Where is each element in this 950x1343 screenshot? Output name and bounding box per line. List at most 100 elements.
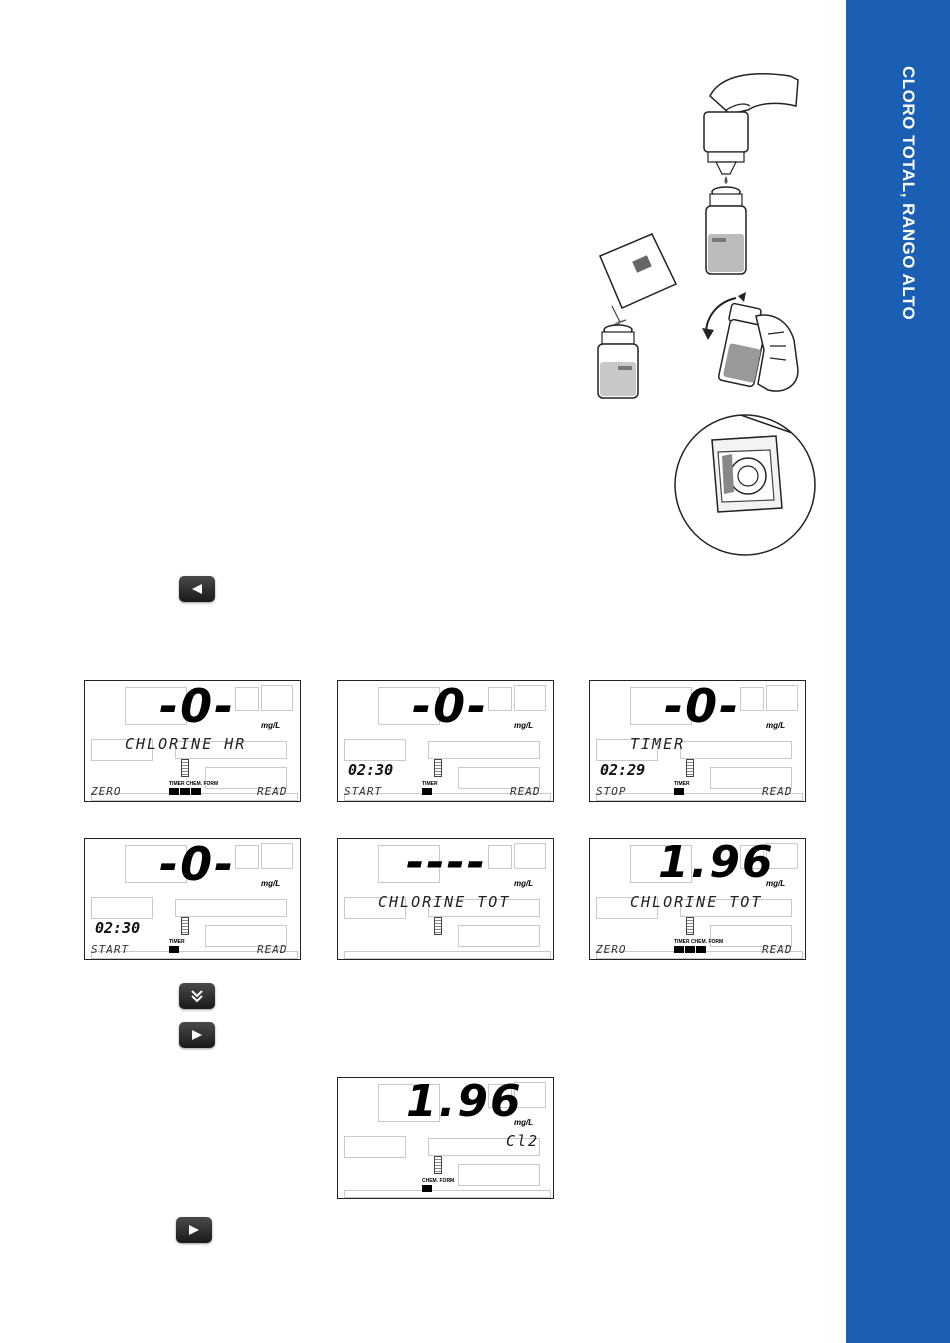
down-chevron-button[interactable] [179, 983, 215, 1009]
ghost-segment [344, 1136, 406, 1158]
ghost-segment [488, 845, 512, 869]
key-label: TIMER [169, 939, 185, 945]
ghost-segment [514, 843, 546, 869]
lcd-unit: mg/L [261, 721, 280, 730]
key-indicator [696, 946, 706, 953]
key-indicator [169, 946, 179, 953]
lcd-unit: mg/L [766, 721, 785, 730]
key-indicator [191, 788, 201, 795]
softkey-right: READ [257, 943, 288, 956]
lcd-unit: mg/L [514, 721, 533, 730]
softkey-left: ZERO [596, 943, 627, 956]
key-label: TIMER CHEM. FORM [674, 939, 723, 945]
lcd-chem-form: Cl2 [506, 1132, 539, 1150]
lcd-main-reading: ---- [406, 838, 487, 888]
lcd-main-reading: -0- [159, 680, 235, 733]
key-indicators [422, 788, 432, 795]
ghost-segment [458, 925, 540, 947]
key-label: TIMER [674, 781, 690, 787]
ghost-segment [514, 685, 546, 711]
ghost-segment [488, 687, 512, 711]
lcd-timer: 02:30 [348, 761, 393, 779]
right-arrow-button[interactable] [179, 1022, 215, 1048]
key-label: TIMER [422, 781, 438, 787]
lcd-main-reading: 1.96 [406, 1077, 523, 1127]
key-indicator [674, 946, 684, 953]
lcd-unit: mg/L [261, 879, 280, 888]
arrow-left-icon [190, 583, 204, 595]
arrow-right-icon [190, 1029, 204, 1041]
cuvette-icon [434, 917, 442, 935]
ghost-segment [740, 687, 764, 711]
key-label: CHEM. FORM [422, 1178, 454, 1184]
ghost-segment [91, 897, 153, 919]
key-indicator [685, 946, 695, 953]
lcd-message: CHLORINE TOT [378, 893, 510, 911]
cuvette-icon [181, 759, 189, 777]
lcd-timer: 02:29 [600, 761, 645, 779]
reagent-packet-illustration [590, 228, 678, 400]
softkey-left: START [91, 943, 129, 956]
key-indicators [674, 788, 684, 795]
ghost-segment [235, 845, 259, 869]
lcd-display: 1.96mg/LCHLORINE TOTZEROREADTIMER CHEM. … [589, 838, 806, 960]
dropper-illustration [690, 66, 810, 278]
double-chevron-down-icon [190, 989, 204, 1003]
ghost-segment [680, 741, 792, 759]
lcd-main-reading: -0- [664, 680, 740, 733]
lcd-main-reading: 1.96 [658, 838, 775, 888]
key-indicator [169, 788, 179, 795]
cuvette-icon [181, 917, 189, 935]
key-indicator [422, 1185, 432, 1192]
lcd-main-reading: -0- [412, 680, 488, 733]
ghost-segment [344, 951, 551, 959]
softkey-right: READ [510, 785, 541, 798]
shake-vial-illustration [698, 290, 810, 396]
key-indicator [674, 788, 684, 795]
arrow-right-icon [187, 1224, 201, 1236]
ghost-segment [261, 685, 293, 711]
ghost-segment [175, 899, 287, 917]
softkey-left: ZERO [91, 785, 122, 798]
section-title-text: CLORO TOTAL, RANGO ALTO [898, 66, 918, 320]
lcd-message: CHLORINE HR [125, 735, 246, 753]
ghost-segment [235, 687, 259, 711]
key-indicator [180, 788, 190, 795]
key-indicators [422, 1185, 432, 1192]
ghost-segment [428, 741, 540, 759]
lcd-unit: mg/L [514, 879, 533, 888]
key-label: TIMER CHEM. FORM [169, 781, 218, 787]
lcd-unit: mg/L [514, 1118, 533, 1127]
softkey-right: READ [762, 785, 793, 798]
lcd-timer: 02:30 [95, 919, 140, 937]
key-indicator [422, 788, 432, 795]
right-arrow-button-2[interactable] [176, 1217, 212, 1243]
lcd-display: ---- mg/L CHLORINE TOT [337, 838, 554, 960]
lcd-message: TIMER [630, 735, 685, 753]
key-indicators [169, 946, 179, 953]
ghost-segment [458, 1164, 540, 1186]
softkey-left: START [344, 785, 382, 798]
lcd-display: -0- mg/L CHLORINE HR ZERO READ TIMER CHEM. FO… [84, 680, 301, 802]
vial-in-meter-illustration [672, 412, 818, 558]
cuvette-icon [434, 1156, 442, 1174]
ghost-segment [766, 685, 798, 711]
lcd-unit: mg/L [766, 879, 785, 888]
cuvette-icon [686, 759, 694, 777]
cuvette-icon [434, 759, 442, 777]
lcd-main-reading: -0- [159, 838, 235, 891]
section-title: CLORO TOTAL, RANGO ALTO [898, 66, 918, 326]
key-indicators [674, 946, 706, 953]
left-arrow-button[interactable] [179, 576, 215, 602]
lcd-display: -0- mg/L 02:30START READ TIMER [337, 680, 554, 802]
key-indicators [169, 788, 201, 795]
cuvette-icon [686, 917, 694, 935]
softkey-right: READ [257, 785, 288, 798]
ghost-segment [344, 739, 406, 761]
softkey-right: READ [762, 943, 793, 956]
ghost-segment [261, 843, 293, 869]
softkey-left: STOP [596, 785, 627, 798]
ghost-segment [344, 1190, 551, 1198]
